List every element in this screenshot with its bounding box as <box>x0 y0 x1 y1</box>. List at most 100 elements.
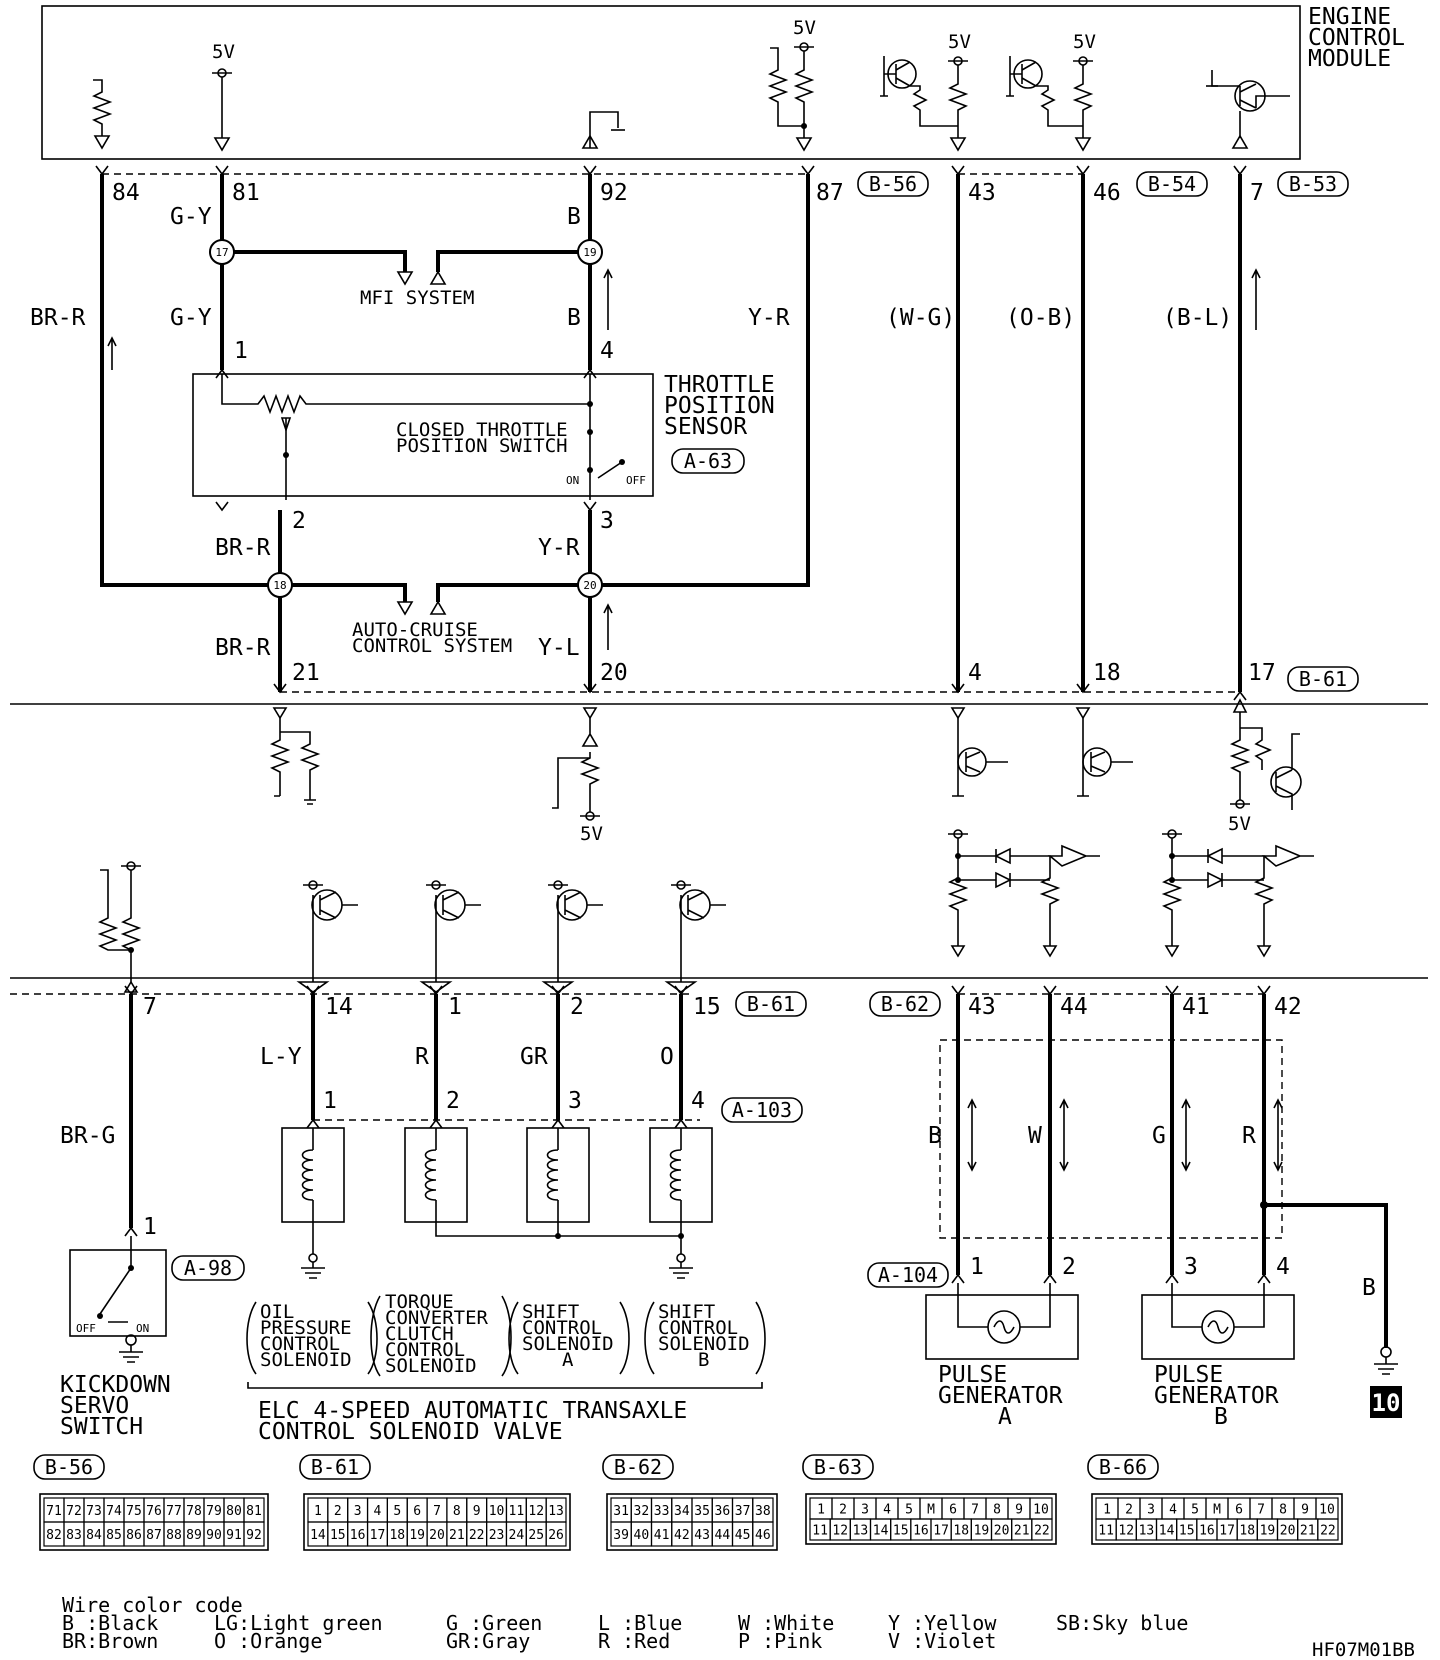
connector-pin-number: 87 <box>146 1528 162 1543</box>
connector-pin-number: 21 <box>1300 1524 1316 1539</box>
connector-pin-number: 2 <box>1125 1503 1133 1518</box>
connector-pin-number: 31 <box>613 1504 629 1519</box>
shift-b-label-1: SHIFT <box>658 1301 715 1323</box>
connector-pin-number: 11 <box>1098 1524 1114 1539</box>
connector-tag-b61-lower: B-61 <box>735 991 807 1017</box>
connector-pin-number: 6 <box>413 1504 421 1519</box>
svg-text:18: 18 <box>273 579 286 592</box>
oil-pressure-label-2: PRESSURE <box>260 1317 352 1339</box>
connector-pin-number: 3 <box>354 1504 362 1519</box>
auto-cruise-label-line-2: CONTROL SYSTEM <box>352 635 512 657</box>
connector-pin-number: 10 <box>489 1504 505 1519</box>
ecm-title-line-1: ENGINE <box>1308 4 1391 30</box>
connector-pin-number: 2 <box>839 1503 847 1518</box>
svg-text:B-62: B-62 <box>881 992 929 1016</box>
kickdown-off-label: OFF <box>76 1322 96 1335</box>
connector-pin-number: 89 <box>186 1528 202 1543</box>
pin-14: 14 <box>325 994 353 1020</box>
pulse-pin-1: 1 <box>970 1254 984 1280</box>
pin-18: 18 <box>1093 660 1121 686</box>
connector-pin-number: 14 <box>873 1524 889 1539</box>
splice-17: 17 <box>209 239 235 265</box>
legend-l: L :Blue <box>598 1611 682 1635</box>
connector-pin-number: 44 <box>715 1528 731 1543</box>
wire-color-b-ground: B <box>1362 1275 1376 1301</box>
figure-id: HF07M01BB <box>1312 1639 1415 1660</box>
wire-color-o: O <box>660 1044 674 1070</box>
engine-control-module: ENGINE CONTROL MODULE 5V 5V <box>41 4 1405 160</box>
pulse-b-line-2: GENERATOR <box>1154 1383 1279 1409</box>
wire-color-r-pulse: R <box>1242 1123 1256 1149</box>
ecm-section-transaxle: 5V 5V <box>10 698 1428 993</box>
supply-label-ecm-43: 5V <box>948 31 971 53</box>
shift-b-label-4: B <box>698 1349 709 1371</box>
pin-21: 21 <box>292 660 320 686</box>
connector-pin-number: 12 <box>1118 1524 1134 1539</box>
connector-tag-a103: A-103 <box>721 1097 803 1123</box>
solenoid-labels: OIL PRESSURE CONTROL SOLENOID TORQUE CON… <box>246 1291 766 1445</box>
connector-pin-number: 13 <box>853 1524 869 1539</box>
connector-pin-number: 22 <box>469 1528 485 1543</box>
tps-switch-off: OFF <box>626 474 646 487</box>
connector-pin-number: 33 <box>654 1504 670 1519</box>
wire-color-w: W <box>1028 1123 1042 1149</box>
connector-tag-a98: A-98 <box>171 1255 245 1281</box>
connector-pin-number: 80 <box>226 1504 242 1519</box>
pin-4-b61: 4 <box>968 660 982 686</box>
connector-pin-number: 74 <box>106 1504 122 1519</box>
legend-b: B :Black <box>62 1611 158 1635</box>
connector-pin-number: 13 <box>548 1504 564 1519</box>
connector-pin-number: 10 <box>1319 1503 1335 1518</box>
solenoid-pin-1: 1 <box>323 1088 337 1114</box>
connector-pin-number: 4 <box>1169 1503 1177 1518</box>
connector-pin-number: 36 <box>715 1504 731 1519</box>
connector-pin-number: 83 <box>66 1528 82 1543</box>
svg-text:B-62: B-62 <box>614 1455 662 1479</box>
connector-pin-number: 72 <box>66 1504 82 1519</box>
connector-pin-number: 1 <box>817 1503 825 1518</box>
wire-color-b-pulse: B <box>928 1123 942 1149</box>
connector-pin-number: 17 <box>933 1524 949 1539</box>
tps-name-line-1: THROTTLE <box>664 372 775 398</box>
oil-pressure-label-3: CONTROL <box>260 1333 340 1355</box>
splice-18: 18 <box>267 572 293 598</box>
connector-pin-number: 73 <box>86 1504 102 1519</box>
connector-pin-number: M <box>927 1503 935 1518</box>
connector-pin-number: 32 <box>634 1504 650 1519</box>
svg-text:A-98: A-98 <box>184 1256 232 1280</box>
connector-pin-number: 4 <box>883 1503 891 1518</box>
connector-tag-a104: A-104 <box>867 1262 949 1288</box>
connector-pin-number: 15 <box>330 1528 346 1543</box>
pulse-a-line-1: PULSE <box>938 1362 1007 1388</box>
connector-pin-number: 17 <box>370 1528 386 1543</box>
connector-pin-number: 90 <box>206 1528 222 1543</box>
tps-pin-2: 2 <box>292 508 306 534</box>
connector-pin-number: 20 <box>994 1524 1010 1539</box>
svg-text:A-104: A-104 <box>878 1263 938 1287</box>
connector-pin-number: 10 <box>1033 1503 1049 1518</box>
legend-g: G :Green <box>446 1611 542 1635</box>
legend-title: Wire color code <box>62 1593 243 1617</box>
shift-b-label-2: CONTROL <box>658 1317 738 1339</box>
connector-pin-number: 14 <box>310 1528 326 1543</box>
connector-pin-number: 5 <box>905 1503 913 1518</box>
wire-color-br-r-21: BR-R <box>215 635 271 661</box>
pin-44: 44 <box>1060 994 1088 1020</box>
solenoid-coils <box>281 1127 713 1279</box>
connector-pin-number: 18 <box>1239 1524 1255 1539</box>
svg-text:B-66: B-66 <box>1099 1455 1147 1479</box>
solenoid-pin-2: 2 <box>446 1088 460 1114</box>
connector-pin-number: 84 <box>86 1528 102 1543</box>
connector-pin-number: 11 <box>812 1524 828 1539</box>
pin-46: 46 <box>1093 180 1121 206</box>
tps-pin-3: 3 <box>600 508 614 534</box>
connector-pin-number: 15 <box>893 1524 909 1539</box>
pin-43-ecm: 43 <box>968 180 996 206</box>
pulse-pin-4: 4 <box>1276 1254 1290 1280</box>
connector-pin-number: 11 <box>509 1504 525 1519</box>
connector-pin-number: 9 <box>1301 1503 1309 1518</box>
supply-label-pin-17: 5V <box>1228 813 1251 835</box>
